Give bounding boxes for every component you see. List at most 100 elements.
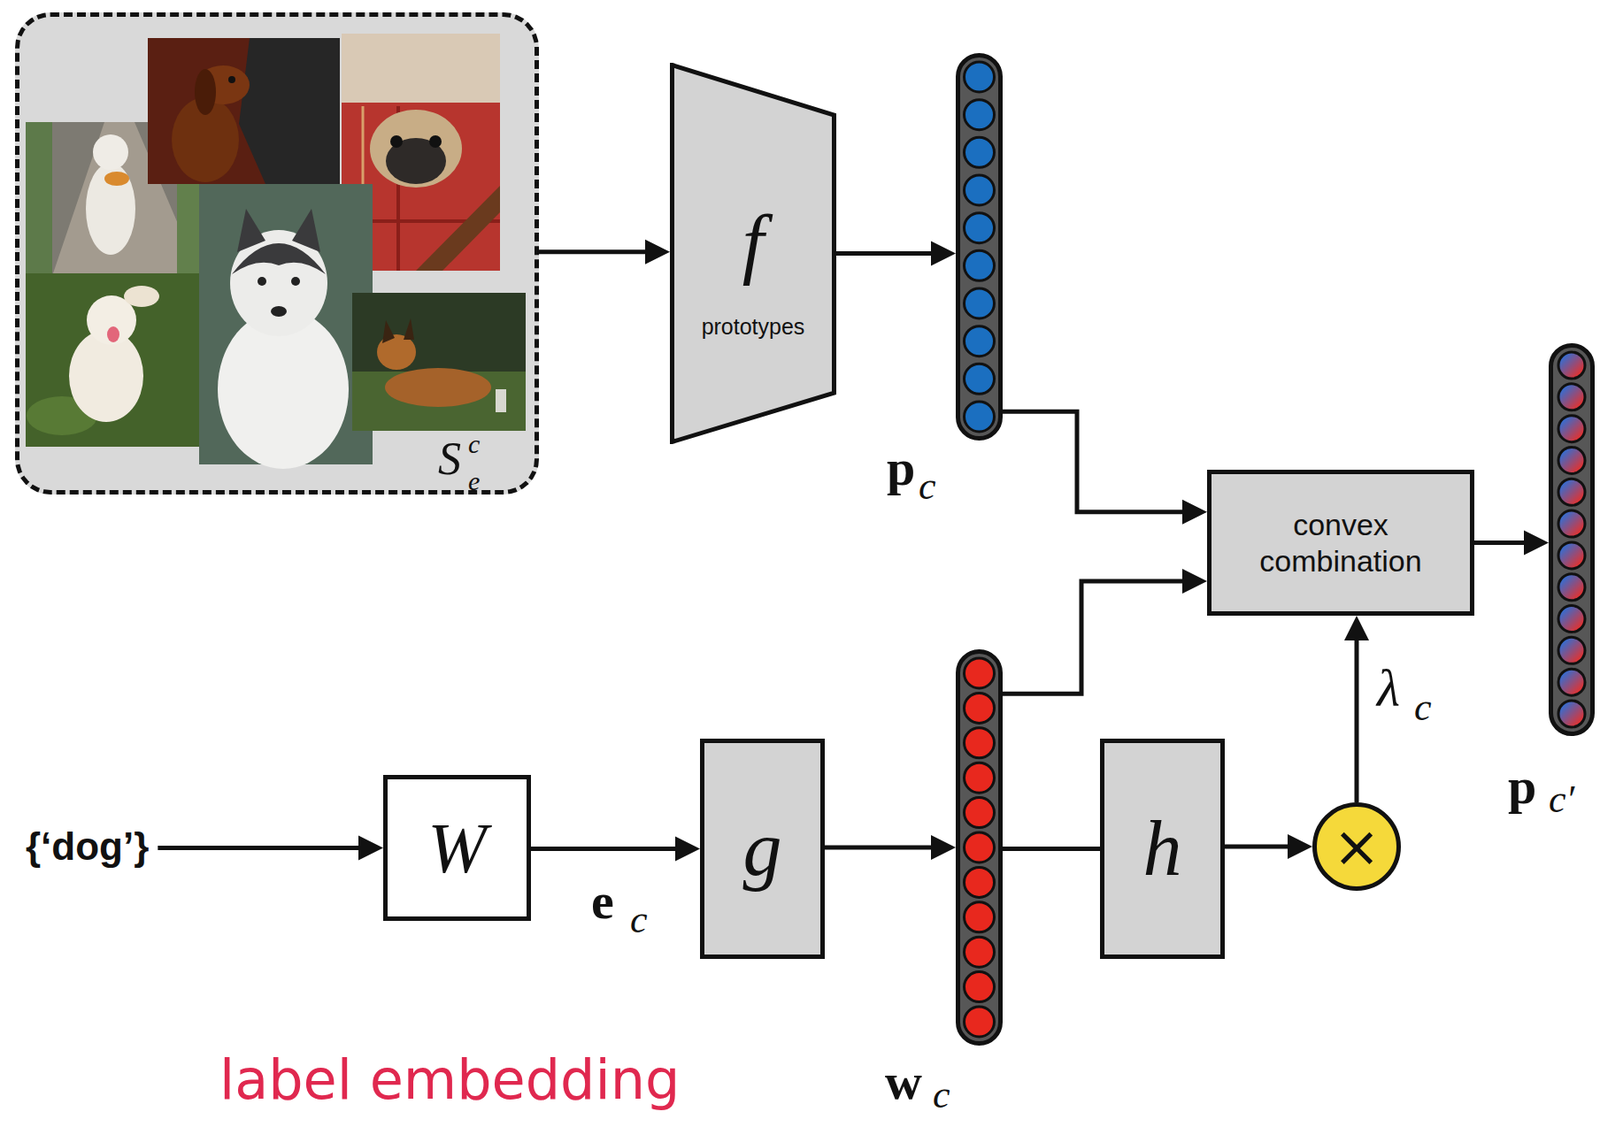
photo-detail: [429, 135, 442, 148]
photo-detail: [123, 285, 160, 308]
photo-detail: [369, 109, 462, 188]
photo-detail: [92, 134, 129, 170]
arrow-head: [1523, 530, 1549, 556]
multiply-symbol: ×: [1332, 818, 1381, 876]
connector: [538, 239, 670, 265]
vector-symbol: w: [884, 1056, 923, 1108]
vector-symbol: p: [1507, 761, 1537, 813]
photo-golden-dog: [25, 273, 200, 447]
arrow-head: [1344, 615, 1370, 641]
h-network-box: h: [1100, 738, 1225, 960]
vector-element: [1558, 700, 1585, 728]
trapezoid-shape: [672, 65, 835, 443]
connector-line: [1474, 540, 1528, 546]
vector-element: [964, 100, 995, 131]
set-superscript: c: [468, 430, 480, 458]
prototype-vector: pc: [955, 53, 1003, 441]
vector-element: [964, 867, 995, 898]
class-label-input: {‘dog’}: [22, 821, 158, 873]
image-set-box: Sec: [15, 12, 539, 495]
connector: [1344, 615, 1370, 803]
prototype-network: f prototypes: [669, 62, 837, 445]
vector-element: [964, 401, 995, 432]
connector-line: [530, 846, 679, 852]
connector-line: [157, 846, 362, 851]
vector-element: [1558, 574, 1585, 601]
vector-element: [964, 175, 995, 206]
vector-outline: [955, 53, 1003, 441]
connector: [530, 837, 700, 862]
photo-detail: [107, 326, 120, 343]
connector: [1002, 569, 1208, 694]
photo-detail: [237, 208, 266, 253]
vector-subscript: c: [918, 467, 937, 507]
connector: [836, 241, 956, 267]
connector-line: [1002, 581, 1186, 694]
word-embedding-box: W: [383, 775, 531, 922]
photo-detail: [104, 171, 130, 186]
network-caption: prototypes: [701, 315, 806, 339]
photo-detail: [270, 306, 287, 317]
weight-symbol: λ: [1376, 661, 1400, 716]
connector: [1002, 411, 1208, 525]
connector-line: [1002, 846, 1100, 852]
photo-detail: [292, 208, 321, 253]
photo-detail: [238, 38, 340, 185]
vector-element: [1558, 510, 1585, 538]
vector-element: [964, 250, 995, 281]
vector-element: [964, 937, 995, 968]
vector-element: [964, 61, 995, 93]
vector-element: [1558, 606, 1585, 633]
vector-element: [964, 1007, 995, 1038]
word-vector: wc: [955, 649, 1003, 1047]
arrow-head: [930, 241, 956, 267]
vector-element: [964, 288, 995, 319]
arrow-head: [358, 836, 384, 862]
vector-outline: [1548, 343, 1595, 737]
vector-element: [964, 832, 995, 863]
connector-line: [824, 846, 935, 851]
vector-element: [1558, 384, 1585, 411]
photo-detail: [194, 69, 216, 116]
photo-detail: [495, 389, 507, 413]
photo-detail: [384, 368, 492, 408]
photo-detail: [257, 276, 267, 286]
connector-line: [1354, 637, 1360, 803]
function-symbol: W: [427, 813, 487, 885]
function-symbol: h: [1143, 810, 1183, 889]
set-subscript: e: [468, 468, 480, 495]
photo-shepherd: [352, 292, 526, 431]
vector-element: [964, 972, 995, 1003]
arrow-head: [1182, 500, 1208, 525]
vector-subscript: c′: [1548, 780, 1575, 820]
embedding-symbol: e: [591, 876, 615, 928]
photo-detail: [382, 320, 395, 344]
caption-note: label embedding: [219, 1053, 680, 1108]
photo-detail: [403, 318, 415, 340]
box-label: convex combination: [1230, 507, 1452, 580]
photo-dachshund: [147, 38, 340, 185]
convex-combination-box: convex combination: [1207, 469, 1475, 616]
arrow-head: [645, 239, 670, 265]
vector-bar: [1551, 346, 1593, 735]
connector: [1002, 848, 1100, 850]
vector-element: [964, 363, 995, 394]
photo-detail: [25, 273, 200, 447]
weight-subscript: c: [1414, 688, 1432, 728]
function-symbol: f: [742, 204, 764, 283]
arrow-head: [930, 835, 956, 861]
function-symbol: g: [743, 810, 783, 889]
photo-detail: [352, 292, 526, 431]
vector-outline: [955, 649, 1003, 1047]
vector-element: [1558, 669, 1585, 696]
multiply-node: ×: [1312, 802, 1401, 892]
connector: [157, 836, 384, 862]
vector-subscript: c: [932, 1076, 951, 1116]
vector-element: [964, 137, 995, 168]
vector-element: [964, 728, 995, 759]
vector-element: [1558, 415, 1585, 443]
photo-detail: [25, 122, 53, 274]
vector-symbol: p: [886, 442, 916, 494]
connector: [1474, 530, 1549, 556]
